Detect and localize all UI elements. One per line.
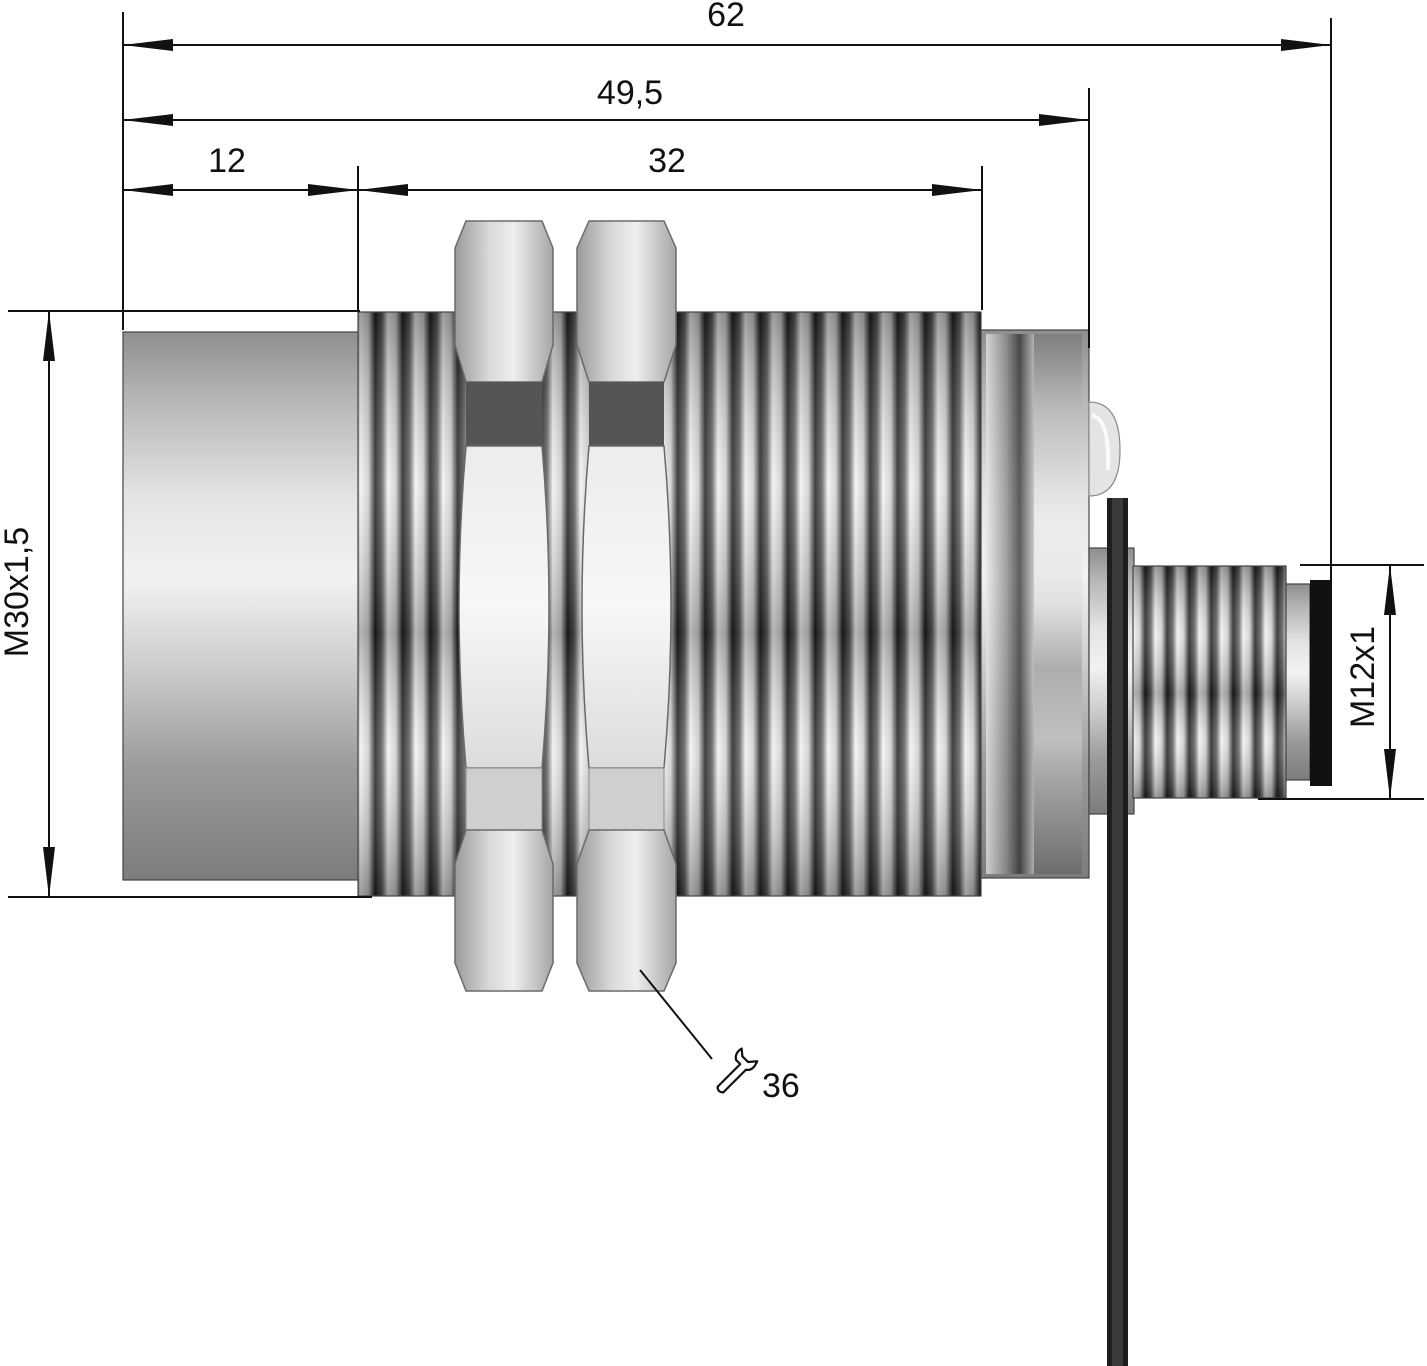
dim-sensing-face-length: 12 — [208, 142, 246, 180]
dim-thread-length: 32 — [648, 142, 686, 180]
dim-body-length: 49,5 — [597, 74, 663, 112]
sensor-body — [122, 220, 1332, 1366]
led-indicator — [1088, 401, 1121, 497]
dim-body-thread: M30x1,5 — [0, 527, 36, 657]
dim-connector-thread: M12x1 — [1344, 626, 1382, 728]
sensing-cap — [122, 331, 362, 881]
wrench-leader — [639, 969, 713, 1060]
dim-overall-length: 62 — [707, 0, 745, 34]
dimension-lines — [8, 12, 1424, 1060]
dim-wrench-size: 36 — [762, 1067, 800, 1105]
rear-collar — [980, 329, 1090, 879]
wrench-icon — [716, 1047, 759, 1094]
lock-nut-2 — [576, 220, 677, 992]
lock-nut-1 — [454, 220, 554, 992]
dimension-labels: 62 49,5 12 32 M30x1,5 M12x1 36 — [0, 0, 1382, 1105]
